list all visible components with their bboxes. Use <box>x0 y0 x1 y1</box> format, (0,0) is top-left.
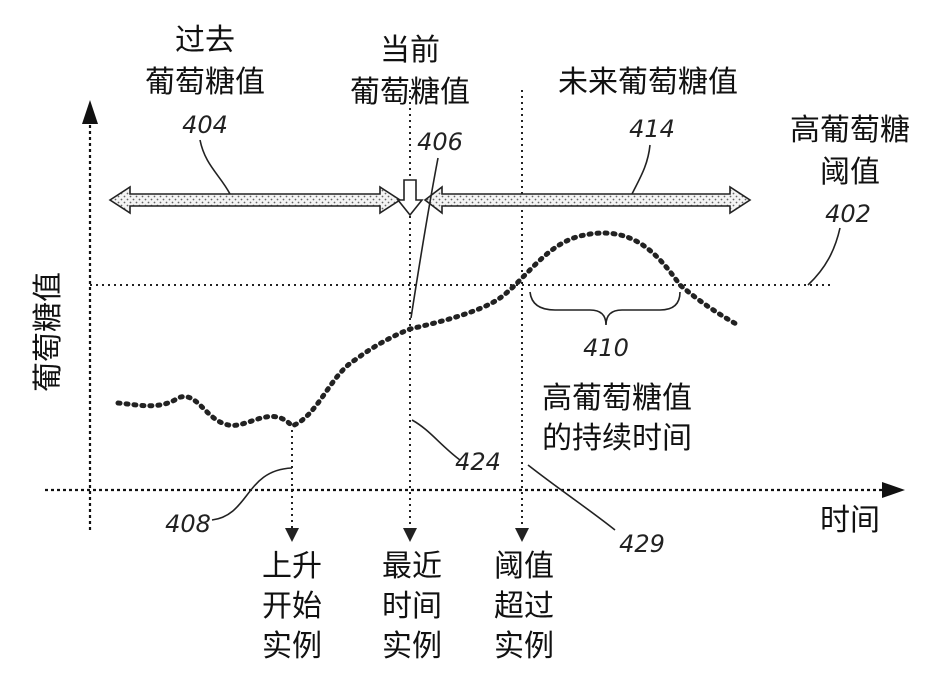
leader-402 <box>808 228 840 285</box>
threshold-exceed-label-line1: 阈值 <box>494 549 554 584</box>
leader-408 <box>212 468 292 520</box>
duration-label-line2: 的持续时间 <box>542 421 692 456</box>
current-glucose-ref: 406 <box>417 128 463 156</box>
past-glucose-range-arrow <box>110 187 400 213</box>
future-glucose-ref: 414 <box>629 115 675 143</box>
recent-time-label-line1: 最近 <box>382 549 442 584</box>
threshold-exceed-ref: 429 <box>619 530 665 558</box>
leader-429 <box>528 465 615 530</box>
past-glucose-ref: 404 <box>182 111 228 139</box>
recent-time-label-line2: 时间 <box>382 589 442 624</box>
rise-start-marker-arrowhead <box>285 528 299 542</box>
leader-414 <box>632 145 650 194</box>
x-axis-label: 时间 <box>820 503 880 538</box>
threshold-exceed-marker-arrowhead <box>515 528 529 542</box>
past-glucose-label-line1: 过去 <box>175 23 235 58</box>
x-axis-arrowhead <box>882 482 905 498</box>
current-glucose-label-line1: 当前 <box>380 33 440 68</box>
threshold-label-line2: 阈值 <box>820 155 880 190</box>
threshold-label-line1: 高葡萄糖 <box>790 113 910 148</box>
leader-424 <box>412 420 460 460</box>
rise-start-label-line3: 实例 <box>262 629 322 664</box>
rise-start-label-line1: 上升 <box>262 549 322 584</box>
rise-start-ref: 408 <box>165 510 211 538</box>
leader-404 <box>200 140 230 194</box>
recent-time-label-line3: 实例 <box>382 629 442 664</box>
recent-time-marker-arrowhead <box>403 528 417 542</box>
past-glucose-label-line2: 葡萄糖值 <box>145 65 265 100</box>
future-glucose-range-arrow <box>425 187 750 213</box>
y-axis-label: 葡萄糖值 <box>31 272 66 392</box>
future-glucose-label: 未来葡萄糖值 <box>558 65 738 100</box>
duration-label-line1: 高葡萄糖值 <box>542 381 692 416</box>
current-glucose-marker-arrow <box>398 180 422 215</box>
threshold-ref: 402 <box>825 200 871 228</box>
duration-ref: 410 <box>583 334 629 362</box>
rise-start-label-line2: 开始 <box>262 589 322 624</box>
threshold-exceed-label-line3: 实例 <box>494 629 554 664</box>
recent-time-ref: 424 <box>455 448 501 476</box>
y-axis-arrowhead <box>82 100 98 124</box>
duration-brace <box>530 292 680 325</box>
threshold-exceed-label-line2: 超过 <box>494 589 554 624</box>
current-glucose-label-line2: 葡萄糖值 <box>350 75 470 110</box>
